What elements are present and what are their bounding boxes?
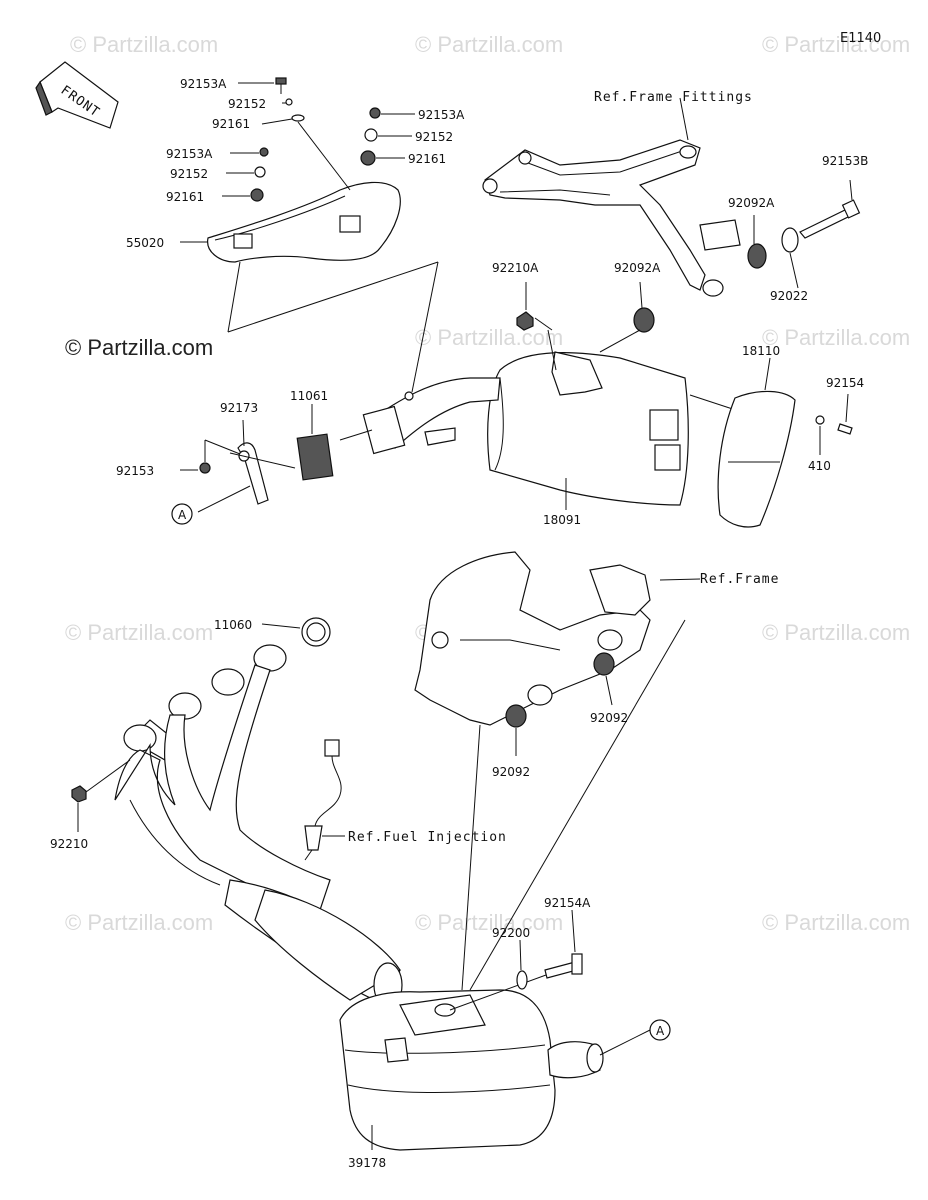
callout-label: A bbox=[656, 1024, 665, 1038]
callout-a-lower: A bbox=[649, 1019, 671, 1041]
label-92210A: 92210A bbox=[492, 261, 539, 275]
label-92092: 92092 bbox=[492, 765, 530, 779]
label-11061: 11061 bbox=[290, 389, 328, 403]
gasket-11061 bbox=[229, 404, 373, 481]
watermark: © Partzilla.com bbox=[65, 620, 213, 645]
bushing-92092A bbox=[633, 281, 655, 333]
label-11060: 11060 bbox=[214, 618, 252, 632]
leader-lines-middle bbox=[461, 619, 686, 991]
label-92153: 92153 bbox=[116, 464, 154, 478]
ref-frame: Ref.Frame bbox=[700, 572, 779, 587]
label-92153A: 92153A bbox=[418, 108, 465, 122]
label-92153B: 92153B bbox=[822, 154, 868, 168]
label-92092A: 92092A bbox=[614, 261, 661, 275]
heat-shield-55020 bbox=[207, 181, 401, 263]
label-92092A: 92092A bbox=[728, 196, 775, 210]
label-92173: 92173 bbox=[220, 401, 258, 415]
nut-92210A bbox=[516, 282, 553, 331]
bushing-92092-right bbox=[593, 652, 615, 706]
bolt-92154 bbox=[815, 393, 853, 455]
ref-fuel-injection: Ref.Fuel Injection bbox=[348, 830, 507, 845]
watermark: © Partzilla.com bbox=[762, 910, 910, 935]
watermark: © Partzilla.com bbox=[415, 910, 563, 935]
watermark: © Partzilla.com bbox=[70, 32, 218, 57]
watermark: © Partzilla.com bbox=[762, 620, 910, 645]
callout-label: A bbox=[178, 508, 187, 522]
label-92092: 92092 bbox=[590, 711, 628, 725]
watermark: © Partzilla.com bbox=[415, 325, 563, 350]
watermark: © Partzilla.com bbox=[762, 32, 910, 57]
silencer-cover-18110 bbox=[717, 357, 796, 528]
ref-frame-fittings: Ref.Frame Fittings bbox=[594, 90, 753, 105]
label-92161: 92161 bbox=[166, 190, 204, 204]
frame-fittings-bracket: Ref.Frame Fittings bbox=[482, 90, 753, 297]
label-92161: 92161 bbox=[212, 117, 250, 131]
watermark: © Partzilla.com bbox=[762, 325, 910, 350]
link-pipe bbox=[362, 377, 501, 455]
label-18110: 18110 bbox=[742, 344, 780, 358]
label-55020: 55020 bbox=[126, 236, 164, 250]
fastener-stack-left bbox=[250, 77, 351, 202]
label-92153A: 92153A bbox=[166, 147, 213, 161]
middle-frame-bracket: Ref.Frame bbox=[414, 551, 779, 726]
silencer-18091 bbox=[487, 329, 761, 510]
bolt-92153 bbox=[180, 439, 241, 474]
label-39178: 39178 bbox=[348, 1156, 386, 1170]
label-92154: 92154 bbox=[826, 376, 864, 390]
label-92152: 92152 bbox=[228, 97, 266, 111]
front-direction-arrow: FRONT bbox=[35, 61, 119, 129]
o2-sensor: Ref.Fuel Injection bbox=[304, 739, 507, 861]
callout-a-upper: A bbox=[171, 503, 193, 525]
label-92200: 92200 bbox=[492, 926, 530, 940]
bolt-92154A bbox=[449, 909, 583, 1011]
header-gasket-11060 bbox=[261, 617, 331, 647]
nut-92210 bbox=[71, 759, 131, 832]
label-92152: 92152 bbox=[415, 130, 453, 144]
watermark-layer: © Partzilla.com © Partzilla.com © Partzi… bbox=[65, 32, 910, 935]
muffler-39178 bbox=[339, 989, 651, 1151]
diagram-code: E1140 bbox=[840, 31, 881, 46]
bolt-92153B-assembly bbox=[747, 179, 861, 289]
leader-lines-top-left bbox=[180, 82, 439, 393]
clamp-92173 bbox=[197, 419, 269, 513]
washer-92200 bbox=[516, 939, 528, 990]
label-92022: 92022 bbox=[770, 289, 808, 303]
label-92154A: 92154A bbox=[544, 896, 591, 910]
watermark-prominent: © Partzilla.com bbox=[65, 335, 213, 360]
label-92161: 92161 bbox=[408, 152, 446, 166]
bushing-92092-left bbox=[505, 704, 527, 756]
label-410: 410 bbox=[808, 459, 831, 473]
label-18091: 18091 bbox=[543, 513, 581, 527]
watermark: © Partzilla.com bbox=[65, 910, 213, 935]
label-92152: 92152 bbox=[170, 167, 208, 181]
exhaust-header-pipes bbox=[114, 644, 403, 1008]
label-92153A: 92153A bbox=[180, 77, 227, 91]
watermark: © Partzilla.com bbox=[415, 32, 563, 57]
fastener-stack-right bbox=[360, 107, 381, 166]
label-92210: 92210 bbox=[50, 837, 88, 851]
